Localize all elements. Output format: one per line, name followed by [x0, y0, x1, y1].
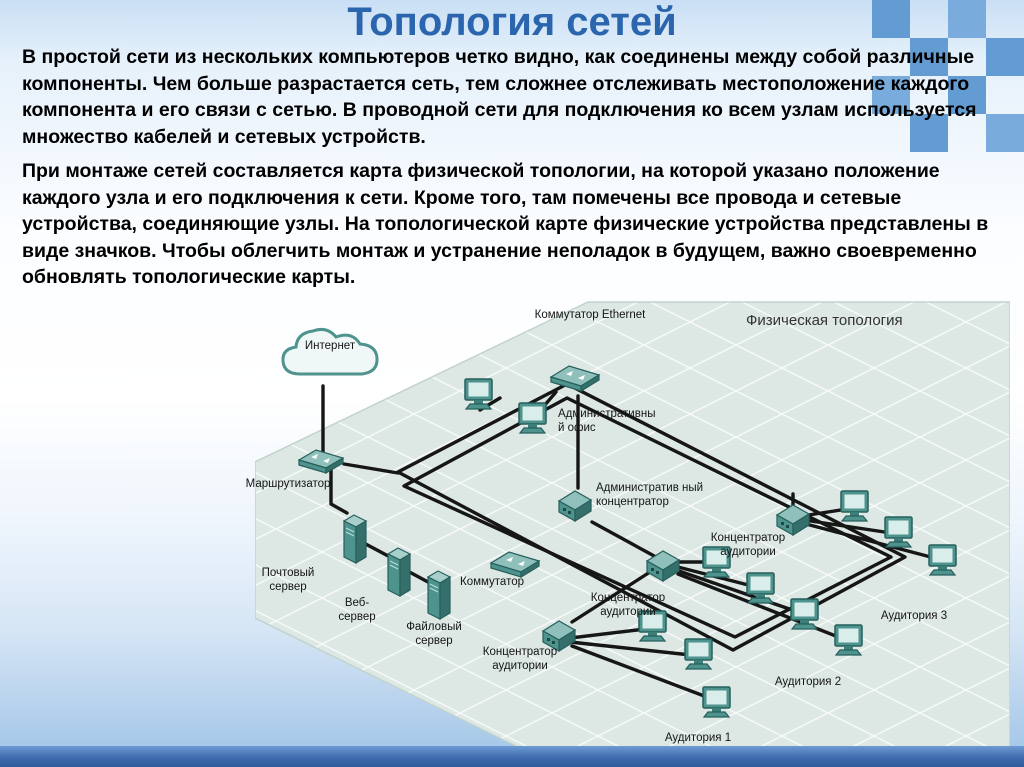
ethernet-switch-label: Коммутатор Ethernet [534, 309, 646, 321]
topology-paragraph: При монтаже сетей составляется карта физ… [22, 160, 989, 289]
computer-icon [928, 544, 957, 576]
admin-office-label: Административны й офис [558, 408, 656, 434]
switch-label: Коммутатор [460, 576, 524, 588]
room3-label: Аудитория 3 [880, 610, 948, 622]
computer-icon [684, 638, 713, 670]
diagram-heading: Физическая топология [746, 312, 903, 329]
page-title: Топология сетей [347, 0, 677, 44]
admin-office-computer-icon [518, 402, 547, 434]
computer-icon [884, 516, 913, 548]
class-hub-left-label: Концентратор аудитории [482, 646, 558, 672]
computer-icon [464, 378, 493, 410]
room2-label: Аудитория 2 [774, 676, 842, 688]
computer-icon [790, 598, 819, 630]
router-label: Маршрутизатор [245, 478, 331, 490]
web-server-icon [387, 547, 411, 597]
checkerboard-decoration [872, 0, 1024, 152]
admin-hub-label: Административ ный концентратор [596, 482, 704, 508]
intro-paragraph: В простой сети из нескольких компьютеров… [22, 46, 977, 148]
computer-icon [746, 572, 775, 604]
computer-icon [702, 686, 731, 718]
web-server-label: Веб-сервер [338, 597, 376, 623]
class-hub-mid-label: Концентратор аудитории [590, 592, 666, 618]
computer-icon [834, 624, 863, 656]
computer-icon [840, 490, 869, 522]
internet-label: Интернет [304, 340, 356, 352]
footer-bar [0, 746, 1024, 767]
room1-label: Аудитория 1 [664, 732, 732, 744]
file-server-label: Файловый сервер [406, 621, 462, 647]
class-hub-right-label: Концентратор аудитории [710, 532, 786, 558]
topology-canvas [255, 301, 1010, 749]
mail-server-label: Почтовый сервер [261, 567, 315, 593]
mail-server-icon [343, 514, 367, 564]
